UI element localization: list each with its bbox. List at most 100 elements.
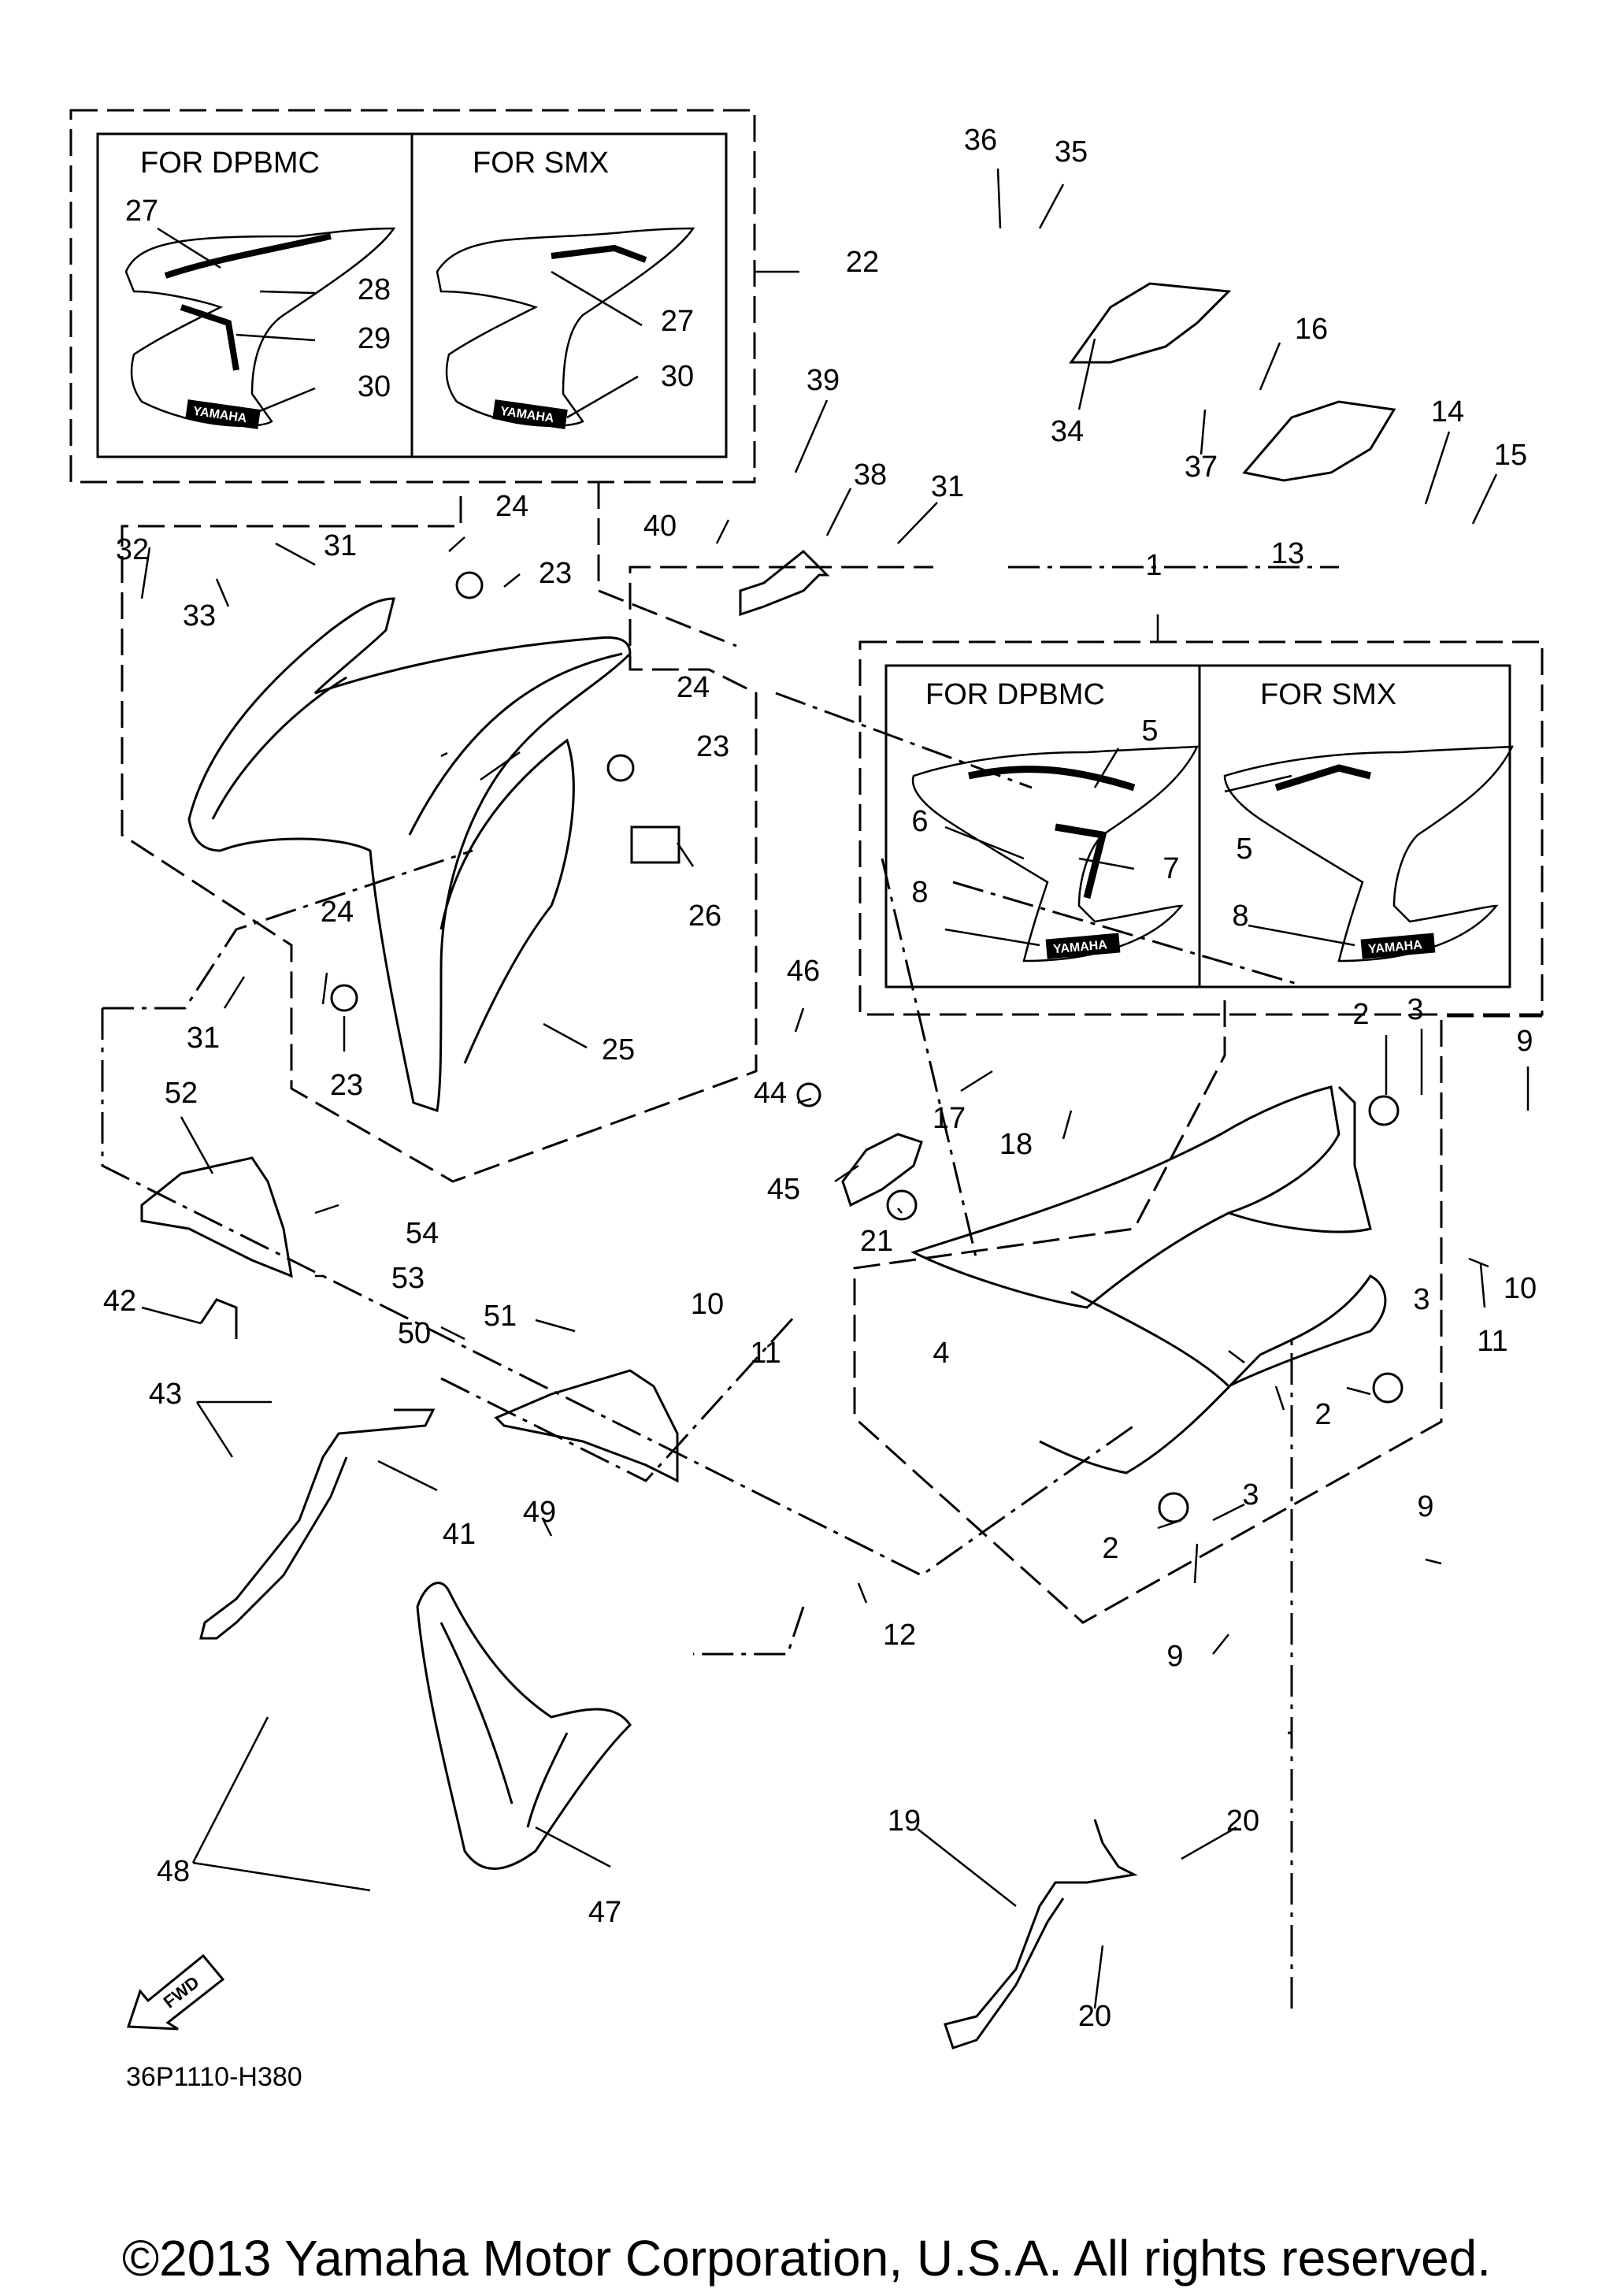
- callout-35: 35: [1055, 135, 1088, 169]
- callout-48: 48: [157, 1855, 190, 1888]
- inset-title-smx-right: FOR SMX: [1260, 678, 1396, 711]
- bracket-45: [841, 1133, 923, 1207]
- grommet-21: [886, 1189, 918, 1221]
- decal-dpbmc-lower: [911, 745, 1200, 963]
- callout-2: 2: [1102, 1532, 1118, 1565]
- callout-47: 47: [588, 1896, 621, 1929]
- cowling-envelope: [121, 496, 933, 1183]
- callout-9: 9: [1516, 1025, 1533, 1058]
- callout-10: 10: [1504, 1272, 1537, 1305]
- callout-6: 6: [911, 805, 928, 838]
- callout-23: 23: [539, 557, 572, 590]
- decal-text: YAMAHA: [1053, 938, 1108, 956]
- callout-17: 17: [933, 1102, 966, 1135]
- callout-25: 25: [602, 1033, 635, 1066]
- callout-27: 27: [125, 195, 158, 228]
- callout-14: 14: [1431, 395, 1464, 428]
- callout-37: 37: [1185, 451, 1218, 484]
- copyright-notice: ©2013 Yamaha Motor Corporation, U.S.A. A…: [121, 2230, 1492, 2287]
- callout-26: 26: [688, 899, 721, 933]
- stay-41: [199, 1408, 436, 1640]
- callout-5: 5: [1236, 833, 1252, 866]
- leader-lines: [101, 566, 1339, 2009]
- grommet-44: [796, 1082, 821, 1107]
- callout-52: 52: [165, 1077, 198, 1110]
- callout-49: 49: [523, 1496, 556, 1529]
- callout-18: 18: [999, 1128, 1033, 1161]
- callout-11: 11: [1477, 1325, 1507, 1358]
- decal-text: YAMAHA: [1368, 938, 1423, 956]
- upper-cowling: [187, 597, 632, 1112]
- callout-20: 20: [1078, 2000, 1111, 2033]
- diagram-code: 36P1110-H380: [126, 2062, 302, 2092]
- bracket-38: [739, 549, 830, 617]
- stay-19: [944, 1819, 1138, 2049]
- callout-43: 43: [149, 1378, 182, 1411]
- inset-box-right: [884, 664, 1511, 989]
- callout-3: 3: [1407, 993, 1423, 1026]
- callout-10: 10: [691, 1288, 724, 1321]
- callout-9: 9: [1417, 1490, 1433, 1523]
- bracket-42: [199, 1298, 238, 1339]
- callout-41: 41: [443, 1518, 476, 1551]
- callout-38: 38: [854, 458, 887, 491]
- inset-title-dpbmc-right: FOR DPBMC: [925, 678, 1105, 711]
- callout-8: 8: [911, 876, 928, 909]
- group-box-1: [858, 640, 1544, 1016]
- callout-30: 30: [358, 370, 391, 403]
- callout-28: 28: [358, 273, 391, 306]
- callout-31: 31: [931, 470, 964, 503]
- callout-44: 44: [754, 1077, 787, 1110]
- callout-19: 19: [888, 1805, 921, 1838]
- cover-13: [1242, 400, 1396, 482]
- callout-50: 50: [398, 1317, 431, 1350]
- callout-4: 4: [933, 1337, 949, 1370]
- fwd-arrow-icon: FWD: [126, 1953, 225, 2031]
- side-cowling: [910, 1085, 1340, 1309]
- callout-20: 20: [1226, 1805, 1259, 1838]
- decal-smx-lower: [1223, 745, 1515, 963]
- callout-2: 2: [1315, 1398, 1331, 1431]
- callout-42: 42: [103, 1285, 136, 1318]
- callout-34: 34: [1051, 415, 1084, 448]
- callout-8: 8: [1232, 899, 1248, 933]
- inset-title-dpbmc-top: FOR DPBMC: [140, 147, 320, 180]
- group-box-22: [69, 109, 756, 484]
- callout-9: 9: [1166, 1640, 1183, 1673]
- callout-24: 24: [321, 896, 354, 929]
- inset-title-smx-top: FOR SMX: [473, 147, 609, 180]
- callout-40: 40: [643, 510, 677, 543]
- part-26: [630, 825, 680, 864]
- callout-53: 53: [391, 1262, 425, 1295]
- callout-3: 3: [1413, 1283, 1429, 1316]
- callout-45: 45: [767, 1173, 800, 1206]
- callout-39: 39: [806, 364, 840, 397]
- decal-dpbmc-upper: [124, 227, 396, 427]
- callout-24: 24: [495, 490, 528, 523]
- callout-16: 16: [1295, 313, 1328, 346]
- callout-11: 11: [750, 1337, 781, 1370]
- lower-cowling: [416, 1582, 632, 1870]
- callout-12: 12: [883, 1619, 916, 1652]
- callout-7: 7: [1162, 852, 1179, 885]
- bracket-49: [494, 1369, 679, 1483]
- callout-27: 27: [661, 305, 694, 338]
- callout-21: 21: [860, 1225, 893, 1258]
- callout-31: 31: [187, 1022, 220, 1055]
- callout-5: 5: [1141, 714, 1158, 747]
- callout-29: 29: [358, 322, 391, 355]
- callout-33: 33: [183, 599, 216, 632]
- callout-1: 1: [1145, 549, 1162, 582]
- callout-23: 23: [696, 730, 729, 763]
- bracket-52: [140, 1156, 293, 1278]
- callout-46: 46: [787, 955, 820, 988]
- callout-2: 2: [1352, 998, 1369, 1031]
- callout-22: 22: [846, 246, 879, 279]
- callout-3: 3: [1242, 1478, 1259, 1512]
- callout-15: 15: [1494, 439, 1527, 472]
- callout-51: 51: [484, 1300, 517, 1333]
- callout-32: 32: [116, 533, 149, 566]
- mirror-34: [1069, 282, 1232, 364]
- callout-23: 23: [330, 1069, 363, 1102]
